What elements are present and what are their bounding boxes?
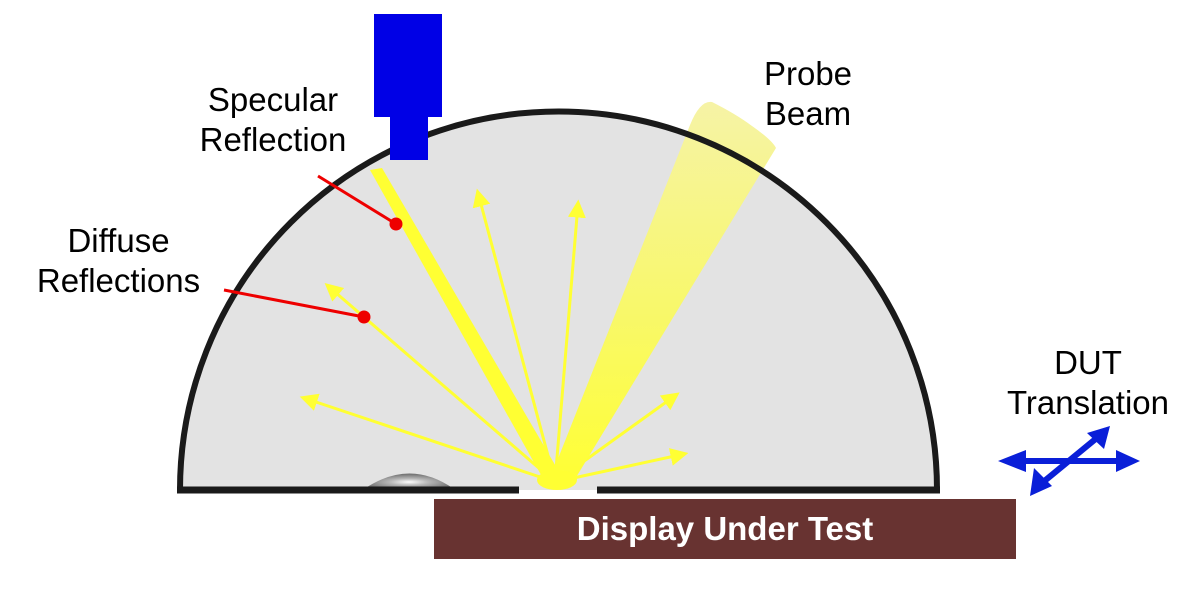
beam-spot xyxy=(537,470,577,490)
diffuse-reflection-arrows xyxy=(299,188,689,484)
diffuse-pointer xyxy=(223,288,371,324)
specular-label-line2: Reflection xyxy=(199,121,347,158)
display-under-test-label: Display Under Test xyxy=(576,510,874,547)
probe-beam-label: Probe Beam xyxy=(744,54,872,134)
specular-label-line1: Specular xyxy=(207,81,339,118)
diffuse-label-line1: Diffuse xyxy=(67,222,170,259)
specular-bump xyxy=(364,473,454,489)
dut-label-line2: Translation xyxy=(1006,384,1170,421)
dut-label-line1: DUT xyxy=(1054,344,1122,381)
probe-beam xyxy=(548,101,776,484)
dome-outline xyxy=(177,108,940,491)
display-under-test-block xyxy=(434,499,1016,559)
diffuse-arrow xyxy=(299,393,556,484)
diffuse-arrow xyxy=(554,448,689,484)
specular-pointer xyxy=(317,174,403,231)
bidirectional-arrows-icon xyxy=(998,426,1140,496)
diffuse-reflections-label: Diffuse Reflections xyxy=(16,221,221,301)
detector-icon xyxy=(374,14,442,160)
specular-reflection-beam xyxy=(370,168,565,482)
diffuse-arrow xyxy=(553,199,586,483)
diffuse-arrow xyxy=(472,188,557,483)
diffuse-label-line2: Reflections xyxy=(36,262,201,299)
probe-label-line2: Beam xyxy=(764,95,852,132)
probe-label-line1: Probe xyxy=(763,55,853,92)
specular-reflection-label: Specular Reflection xyxy=(185,80,361,160)
dut-translation-label: DUT Translation xyxy=(984,343,1192,423)
